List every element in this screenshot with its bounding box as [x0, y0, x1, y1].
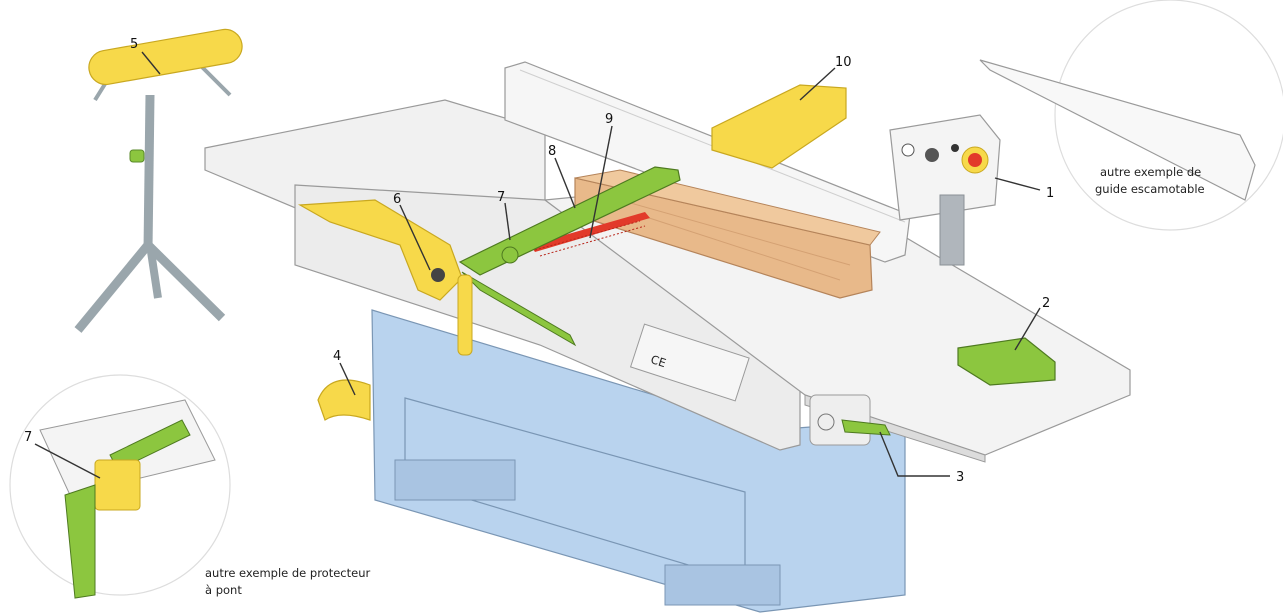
callout-9: 9 — [605, 112, 613, 127]
callout-6: 6 — [393, 192, 401, 207]
callout-7-inset: 7 — [24, 430, 32, 445]
dust-hose — [317, 379, 371, 421]
inset-bottom-caption-line2: à pont — [205, 583, 242, 597]
callout-8: 8 — [548, 144, 556, 159]
callout-10: 10 — [835, 55, 852, 70]
callout-7: 7 — [497, 190, 505, 205]
callout-4: 4 — [333, 349, 341, 364]
inset-top-caption-line1: autre exemple de — [1100, 165, 1201, 179]
inset-top-caption-line2: guide escamotable — [1095, 182, 1205, 196]
control-panel — [889, 114, 1001, 266]
inset-bottom-caption-line1: autre exemple de protecteur — [205, 566, 371, 580]
roller — [88, 28, 243, 86]
callout-3: 3 — [956, 470, 964, 485]
fence — [504, 61, 911, 263]
bridge-guard — [458, 166, 681, 347]
callout-1: 1 — [1046, 186, 1054, 201]
roller-stand — [74, 28, 243, 333]
depth-lever — [841, 419, 891, 436]
callout-2: 2 — [1042, 296, 1050, 311]
guard-arm — [297, 199, 473, 356]
callout-labels: 5 10 9 8 7 6 1 2 3 4 7 — [24, 37, 1054, 485]
jointer-body: CE — [204, 61, 1131, 613]
inset-fence-example: autre exemple de guide escamotable — [979, 0, 1283, 231]
stop-button — [968, 153, 982, 167]
ce-plate — [629, 323, 750, 402]
rear-extension — [711, 84, 847, 169]
ce-mark: CE — [649, 352, 668, 370]
inset-guard-example: autre exemple de protecteur à pont — [9, 374, 371, 599]
cutter-teeth — [530, 212, 650, 257]
callout-5: 5 — [130, 37, 138, 52]
push-block — [957, 337, 1056, 386]
leader-lines — [34, 51, 1041, 479]
